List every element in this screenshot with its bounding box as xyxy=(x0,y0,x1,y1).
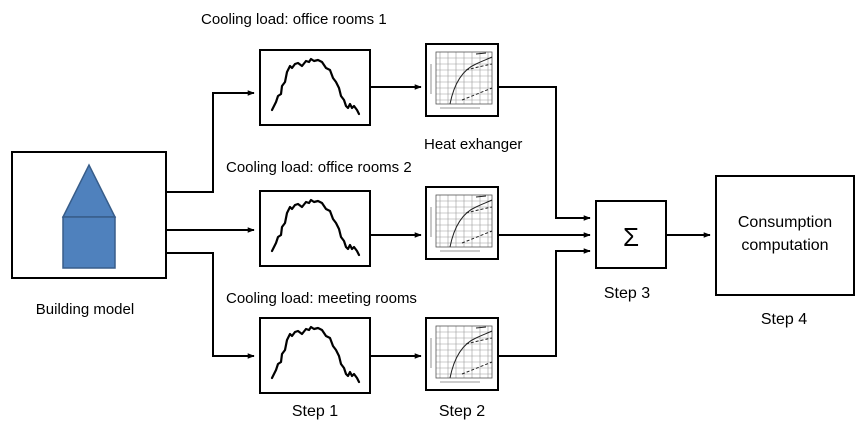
connector-hx-1-to-sum xyxy=(498,86,591,221)
load-profile-box-1 xyxy=(259,49,371,126)
load-profile-box-3 xyxy=(259,317,371,394)
cooling-load-2-label: Cooling load: office rooms 2 xyxy=(226,159,412,176)
house-icon xyxy=(61,163,117,269)
connector-building-to-load-1 xyxy=(166,90,255,193)
heat-exchanger-chart-3 xyxy=(425,317,499,391)
step-3-label: Step 3 xyxy=(604,285,650,302)
consumption-computation-box xyxy=(715,175,855,296)
connector-building-to-load-3 xyxy=(166,252,255,359)
cooling-load-1-label: Cooling load: office rooms 1 xyxy=(201,11,387,28)
heat-exchanger-label: Heat exhanger xyxy=(424,136,522,153)
load-profile-box-2 xyxy=(259,190,371,267)
cooling-load-3-label: Cooling load: meeting rooms xyxy=(226,290,417,307)
sigma-icon: Σ xyxy=(623,222,639,252)
consumption-label-line-1: Consumption xyxy=(738,214,832,231)
chart-icon xyxy=(425,317,499,391)
heat-exchanger-chart-2 xyxy=(425,186,499,260)
step-4-label: Step 4 xyxy=(761,311,807,328)
step-1-label: Step 1 xyxy=(292,403,338,420)
chart-icon xyxy=(425,186,499,260)
house-body xyxy=(62,216,116,269)
chart-icon xyxy=(425,43,499,117)
connector-hx-3-to-sum xyxy=(498,248,591,357)
building-model-label: Building model xyxy=(36,301,134,318)
heat-exchanger-chart-1 xyxy=(425,43,499,117)
sum-box xyxy=(595,200,667,269)
consumption-label-line-2: computation xyxy=(741,237,828,254)
step-2-label: Step 2 xyxy=(439,403,485,420)
